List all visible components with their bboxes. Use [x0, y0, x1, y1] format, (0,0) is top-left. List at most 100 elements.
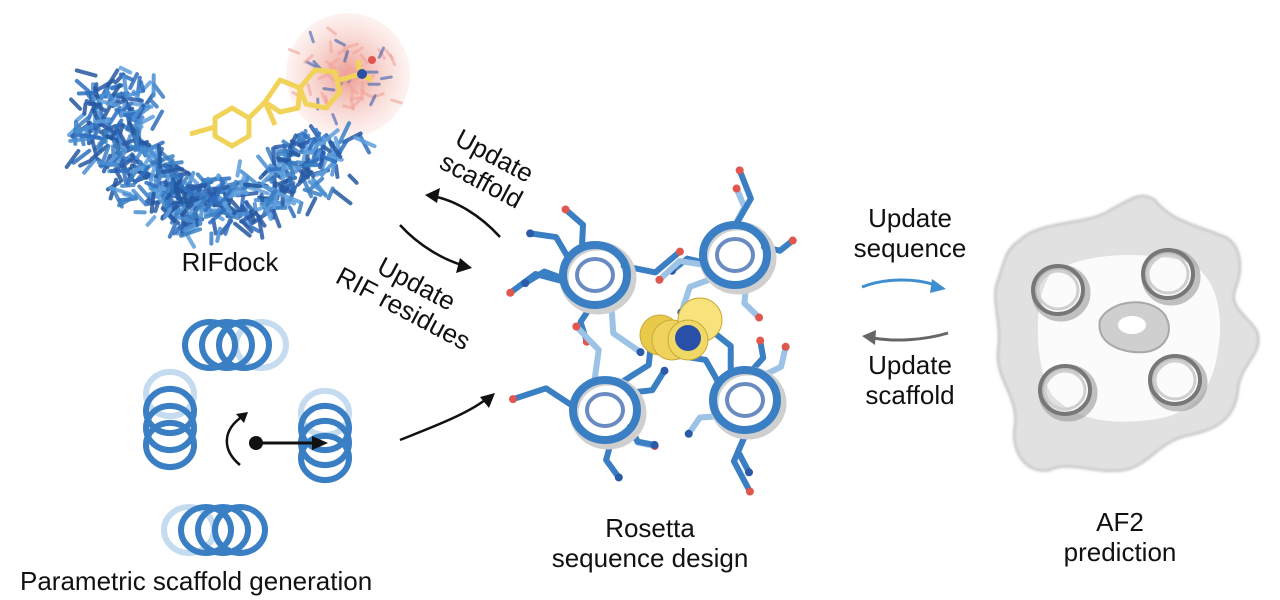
side-chain-tip-atom [735, 166, 744, 175]
designed-side-chain [522, 268, 569, 287]
designed-side-chain [573, 323, 602, 385]
rif-residue-stick [337, 46, 350, 55]
side-chain-stick [307, 179, 328, 197]
side-chain-tip-atom [744, 468, 753, 477]
af2-panel: AF2 prediction [980, 180, 1280, 600]
designed-side-chains [506, 166, 797, 496]
nitrogen-atom [357, 69, 367, 79]
helix-ring [199, 319, 255, 371]
rif-residue-stick [287, 48, 301, 55]
oxygen-atom [368, 56, 376, 64]
rif-residue-stick [334, 38, 347, 47]
side-chain-tip-atom [636, 348, 645, 357]
side-chain-stick [166, 172, 181, 181]
parametric-to-rosetta-arrow [399, 398, 486, 442]
rosetta-panel: Rosetta sequence design [500, 166, 840, 600]
side-chain-stick [114, 118, 124, 130]
side-chain-stick [287, 161, 297, 180]
side-chain-stick [106, 153, 118, 166]
side-chain-stick [233, 221, 252, 238]
docked-scaffold-ensemble [64, 26, 403, 249]
side-chain-stick [331, 188, 353, 206]
side-chain-stick [122, 74, 129, 99]
designed-helix-bundle [559, 221, 787, 450]
side-chain-stick [302, 187, 323, 197]
side-chain-stick [129, 165, 145, 174]
rif-residue-stick [362, 91, 375, 99]
helix-ring [298, 432, 352, 484]
rosetta-label-line2: sequence design [551, 543, 749, 573]
rif-residue-stick [377, 46, 385, 59]
rif-residue-stick [322, 87, 336, 92]
rif-residue-stick [360, 88, 364, 101]
side-chain-stick [127, 89, 142, 98]
side-chain-stick [337, 138, 349, 155]
rif-residue-stick [342, 104, 356, 110]
update-scaffold-right-label: Update scaffold [840, 350, 980, 410]
side-chain-tip-atom [614, 473, 623, 482]
side-chain-stick [91, 107, 100, 122]
rosetta-label-line1: Rosetta [605, 513, 695, 543]
helix-ring [216, 319, 272, 371]
side-chain-stick [248, 209, 256, 223]
side-chain-stick [219, 176, 232, 182]
side-chain-stick [111, 139, 124, 160]
side-chain-stick [76, 133, 102, 140]
side-chain-stick [64, 149, 81, 169]
side-chain-tip-atom [675, 247, 684, 256]
helix-ring [143, 385, 197, 437]
side-chain-stick [68, 136, 91, 143]
side-chain-stick [334, 163, 340, 179]
side-chain-stick [127, 96, 144, 103]
helix-bottom [161, 504, 268, 556]
rifdock-label: RIFdock [181, 247, 279, 277]
side-chain-stick [307, 131, 322, 151]
side-chain-stick [74, 112, 87, 123]
side-chain-stick [108, 105, 122, 125]
helix-inner-ring [575, 257, 615, 293]
side-chain-stick [93, 139, 106, 151]
side-chain-stick [175, 215, 196, 224]
side-chain-stick [150, 154, 175, 166]
side-chain-stick [320, 143, 332, 153]
rif-residue-stick [303, 54, 314, 64]
af2-helix-inner-ring [1036, 269, 1080, 311]
side-chain-tip-atom [508, 395, 517, 404]
side-chain-stick [271, 208, 282, 229]
ligand-spheres [639, 297, 723, 361]
radius-arrowhead-icon [312, 436, 328, 450]
side-chain-stick [74, 78, 91, 94]
side-chain-stick [156, 144, 163, 169]
rosetta-structure-image [506, 166, 797, 496]
side-chain-stick [149, 191, 156, 214]
side-chain-tip-atom [572, 322, 581, 331]
af2-helix-inner-ring [1146, 253, 1190, 295]
side-chain-stick [90, 139, 99, 158]
side-chain-stick [179, 227, 203, 238]
helix-ring [182, 319, 238, 371]
rif-residue-stick [326, 26, 338, 36]
side-chain-stick [314, 169, 328, 177]
rif-residue-stick [343, 50, 350, 63]
side-chain-stick [171, 199, 187, 205]
af2-helix-ring [1148, 354, 1202, 406]
af2-label-line1: AF2 [1096, 507, 1144, 537]
parametric-panel: Parametric scaffold generation [0, 290, 520, 600]
helix-ring [212, 504, 268, 556]
side-chain-stick [208, 208, 226, 225]
helix-top [182, 319, 289, 371]
predicted-helix-bundle [1031, 248, 1208, 422]
side-chain-stick [137, 139, 152, 148]
rif-residue-stick [308, 30, 315, 44]
update-scaffold-right-line2: scaffold [865, 380, 955, 410]
side-chain-stick [239, 172, 247, 187]
side-chain-tip-atom [788, 236, 797, 245]
side-chain-stick [253, 210, 267, 228]
side-chain-stick [160, 167, 184, 175]
update-scaffold-right-arrowhead-icon [862, 330, 876, 345]
side-chain-stick [71, 148, 92, 165]
side-chain-stick [122, 192, 136, 199]
side-chain-tip-atom [655, 275, 664, 284]
side-chain-stick [76, 90, 98, 96]
